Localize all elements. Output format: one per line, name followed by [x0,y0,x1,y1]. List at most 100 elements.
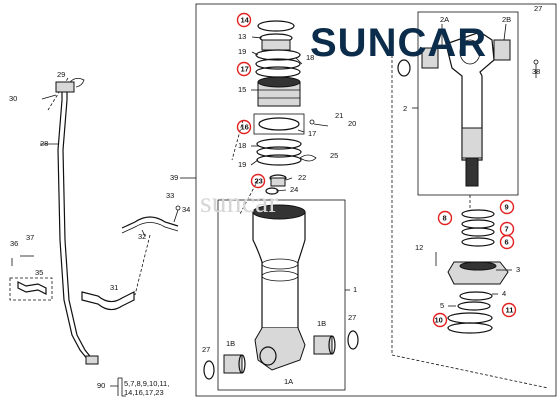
callout-16: 16 [241,123,249,132]
callout-90: 90 [97,381,105,390]
seal-8 [461,219,495,229]
rod-detail-frame [417,11,519,196]
barrel-ring [261,270,299,282]
rod-eye-2 [445,31,495,161]
main-assembly-frame [195,3,557,397]
alignment-line [239,179,259,215]
callout-1B-left: 1B [226,339,235,348]
screw-21 [309,119,315,125]
barrel-ring [261,258,299,270]
callout-38: 38 [532,67,540,76]
bushing-2A [421,47,439,69]
bolt-33 [173,209,179,223]
highlight-17 [236,61,252,77]
callout-7: 7 [505,225,509,234]
callout-1A: 1A [284,377,293,386]
callout-13: 13 [238,32,246,41]
alignment-line [231,119,244,161]
eye-bore [259,346,277,366]
callout-27-right: 27 [348,313,356,322]
ring-5 [457,301,491,311]
seal-7 [461,227,495,237]
callout-14: 14 [241,16,250,25]
ring-19 [255,49,301,61]
watermark: suncar [200,186,278,219]
kit-90-list-1: 5,7,8,9,10,11, [124,379,169,388]
rod-thread [465,157,479,187]
highlight-9 [499,199,515,215]
ring-13-body [261,39,291,51]
callout-25: 25 [330,151,338,160]
bushing-1B-right-end [328,335,336,355]
callout-2A: 2A [440,15,449,24]
highlight-6 [499,234,515,250]
hydraulic-tube-edge [62,90,94,361]
callout-33: 33 [166,191,174,200]
barrel-eye-1A [254,327,306,371]
callout-2: 2 [403,104,407,113]
rod-eye-bore [459,39,481,65]
callout-8: 8 [443,214,447,223]
alignment-line [391,354,549,389]
kit-boundary-35 [9,277,53,301]
callout-10: 10 [435,316,443,325]
highlight-14 [236,12,252,28]
callout-21: 21 [335,111,343,120]
kit-boundary-16 [253,113,305,135]
rod-end [461,127,483,159]
callout-5: 5 [440,301,444,310]
callout-24: 24 [290,185,298,194]
highlight-16 [236,119,252,135]
callout-39: 39 [170,173,178,182]
clip-29 [69,78,85,88]
callout-35: 35 [35,268,43,277]
seal-17 [255,58,301,70]
callout-12: 12 [415,243,423,252]
callout-3: 3 [516,265,520,274]
callout-36: 36 [10,239,18,248]
callout-17b: 17 [308,129,316,138]
highlight-23 [250,173,266,189]
callout-9: 9 [505,203,509,212]
clamp-32-edge [121,222,179,234]
clamp-32 [121,216,179,229]
seal-14 [257,20,295,32]
hydraulic-tube [57,90,89,361]
callout-17: 17 [241,65,249,74]
callout-31: 31 [110,283,118,292]
clip-25 [299,154,317,162]
callout-32: 32 [138,232,146,241]
callout-1: 1 [353,285,357,294]
seal-6 [461,237,495,247]
barrel-detail-frame [217,199,346,391]
nut-22-body [270,177,286,187]
highlighted-kit-callouts [236,12,517,328]
kit-90-list-2: 14,16,17,23 [124,388,164,397]
callout-30: 30 [9,94,17,103]
tube-flange-top [55,81,75,93]
callout-20: 20 [348,119,356,128]
ring-18b [256,138,302,150]
barrel-1 [252,212,306,329]
callout-18: 18 [306,53,314,62]
callout-6: 6 [505,238,509,247]
gland-3-top [459,261,497,271]
callout-27-left: 27 [202,345,210,354]
callout-19b: 19 [238,160,246,169]
callout-15: 15 [238,85,246,94]
highlight-10 [432,312,448,328]
callout-19: 19 [238,47,246,56]
callout-11: 11 [506,306,514,315]
leader-lines [40,23,512,307]
screw-20 [313,123,329,127]
highlight-8 [437,210,453,226]
seal-9 [461,209,495,219]
bushing-1B-left [223,354,243,374]
seal-16 [258,117,300,131]
brand-logo: SUNCAR [310,21,487,65]
ring-4 [459,291,493,301]
alignment-line [134,234,151,296]
tube-flange-bottom [85,355,99,365]
